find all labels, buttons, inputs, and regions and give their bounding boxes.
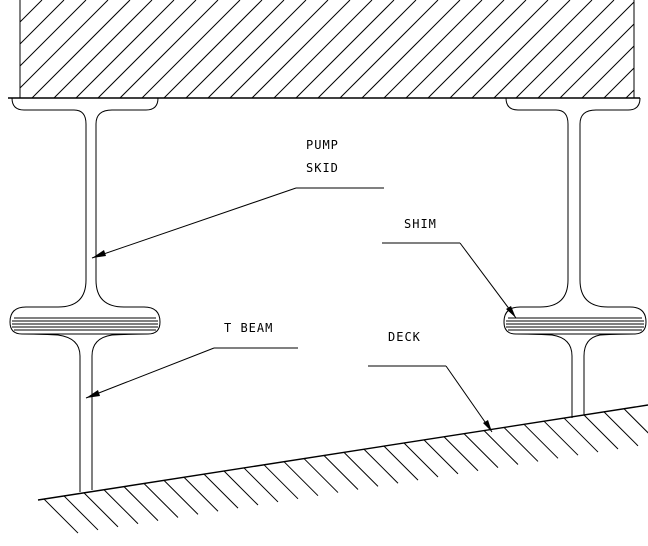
skid-hatch-line (383, 0, 483, 99)
deck-hatch-line (223, 470, 259, 506)
t-beam-label: T BEAM (224, 321, 273, 335)
deck-hatch-line (183, 476, 219, 512)
skid-hatch-line (581, 45, 635, 99)
skid-hatch-line (185, 0, 285, 99)
skid-hatch-line (19, 0, 43, 23)
pump-skid-arrowhead (92, 250, 106, 258)
deck-hatch-line (383, 445, 419, 481)
skid-hatch-line (427, 0, 527, 99)
deck-hatch-line (123, 486, 159, 521)
shim-arrowhead (506, 306, 516, 318)
skid-hatch-line (31, 0, 131, 99)
skid-hatch-line (119, 0, 219, 99)
deck-hatch-line (603, 411, 639, 447)
skid-hatch-line (75, 0, 175, 99)
deck-hatch-line (463, 433, 499, 469)
right-t-beam (515, 333, 635, 418)
deck-hatch-line (363, 448, 399, 484)
deck-hatch-line (163, 480, 199, 515)
skid-hatch-line (317, 0, 417, 99)
right-i-beam (503, 97, 647, 323)
deck-hatch-line (263, 464, 299, 500)
deck-hatch-line (503, 427, 539, 462)
deck-hatch-line (83, 492, 119, 528)
skid-hatch-line (273, 0, 373, 99)
skid-hatch-line (53, 0, 153, 99)
deck-hatch-line (283, 461, 319, 497)
deck-hatch-line (583, 414, 619, 450)
left-t-beam (21, 333, 149, 492)
skid-hatch-line (471, 0, 571, 99)
skid-hatch-line (19, 0, 65, 45)
skid-hatch-line (449, 0, 549, 99)
skid-hatch-line (163, 0, 263, 99)
deck-hatch-line (423, 439, 459, 475)
skid-hatch-line (537, 1, 635, 99)
skid-hatch-line (229, 0, 329, 99)
deck-hatch-line (323, 455, 359, 490)
deck-hatch-line (143, 483, 179, 518)
skid-hatch-line (19, 0, 109, 89)
left-i-beam (9, 97, 161, 323)
deck-hatch-line (403, 442, 439, 478)
deck-hatch-line (443, 436, 479, 472)
deck-hatch-line (243, 467, 279, 503)
skid-hatch-line (251, 0, 351, 99)
t-beam-callout: T BEAM (85, 321, 298, 399)
skid-hatch-line (361, 0, 461, 99)
deck-hatch-line (543, 420, 579, 456)
deck-label: DECK (388, 330, 421, 344)
deck-arrowhead (483, 420, 492, 432)
skid-hatch-line (493, 0, 593, 99)
deck-callout: DECK (368, 330, 493, 433)
deck-hatch-line (483, 430, 519, 465)
skid-hatch-line (207, 0, 307, 99)
deck-hatch-line (103, 489, 139, 525)
skid-hatch-line (515, 0, 615, 99)
pump-skid-callout: PUMP SKID (91, 138, 384, 259)
pump-skid-block (8, 0, 640, 99)
skid-hatch-line (339, 0, 439, 99)
deck-hatch-line (63, 495, 99, 531)
deck-hatch-line (623, 408, 648, 434)
deck-hatch-line (203, 473, 239, 509)
deck-hatch-line (343, 451, 379, 487)
deck-hatch-line (303, 458, 339, 493)
left-shim (9, 317, 161, 335)
skid-hatch-line (603, 67, 635, 99)
skid-hatch-line (97, 0, 197, 99)
skid-hatch-line (625, 89, 635, 99)
deck-hatch-line (43, 498, 79, 534)
pump-skid-label-line2: SKID (306, 161, 339, 175)
skid-hatch-line (19, 0, 87, 67)
skid-hatch-line (405, 0, 505, 99)
deck-hatch-line (523, 423, 559, 459)
skid-hatch-line (559, 23, 635, 99)
pump-skid-label-line1: PUMP (306, 138, 339, 152)
skid-hatch-line (295, 0, 395, 99)
right-shim (503, 317, 647, 335)
shim-callout: SHIM (382, 217, 517, 319)
deck-hatch-line (563, 417, 599, 453)
skid-hatch-line (141, 0, 241, 99)
shim-label: SHIM (404, 217, 437, 231)
deck-surface (37, 404, 648, 534)
t-beam-arrowhead (86, 390, 100, 398)
